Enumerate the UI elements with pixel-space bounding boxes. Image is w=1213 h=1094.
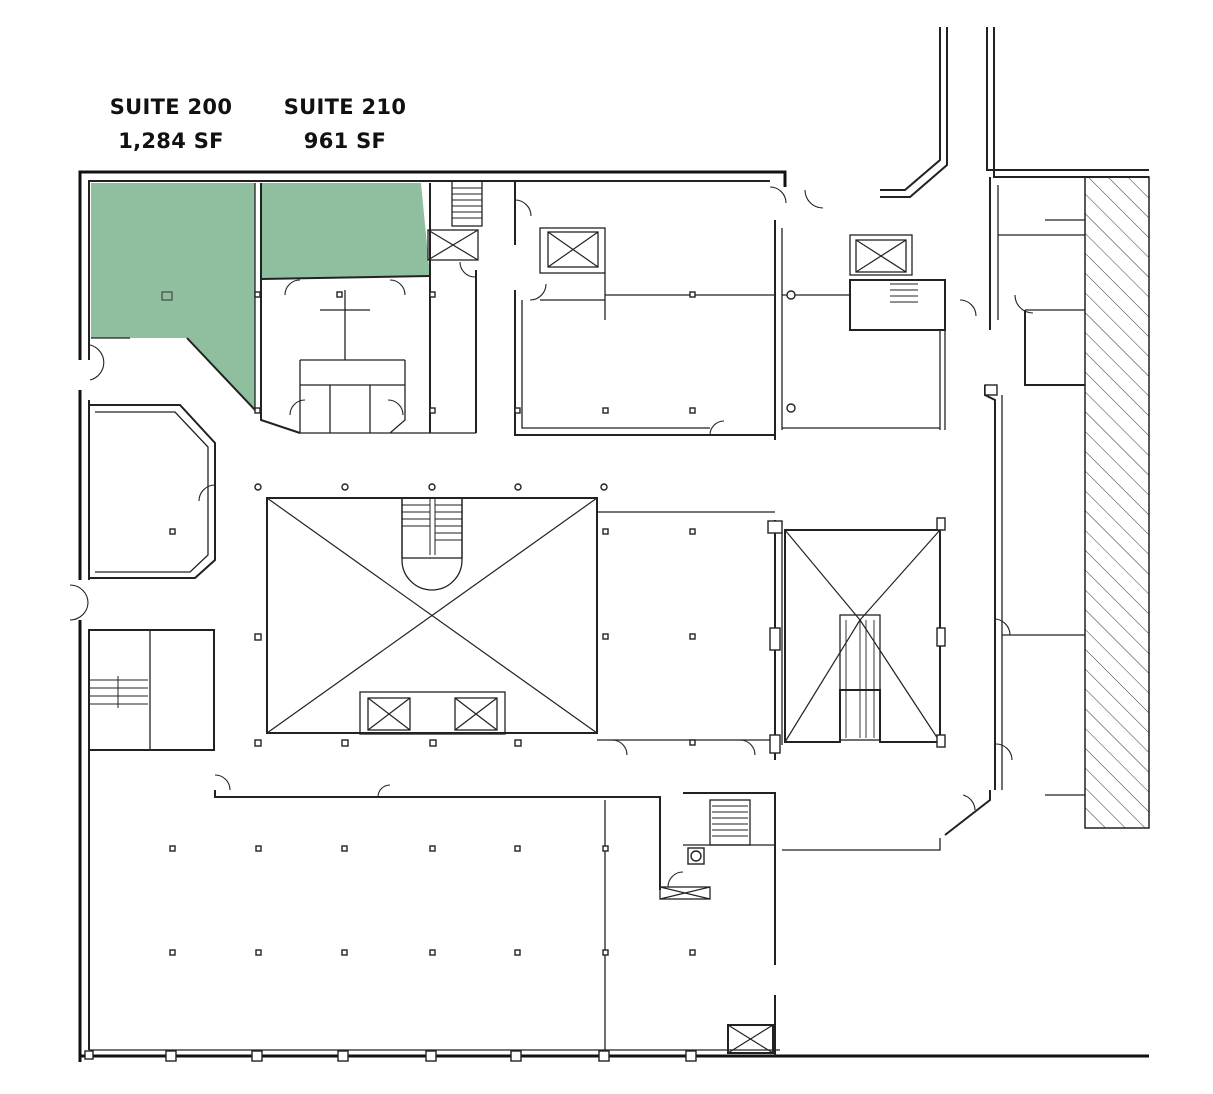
hatched-zone — [1084, 176, 1150, 829]
doors — [69, 186, 1034, 888]
suite-200-floor-box — [161, 291, 173, 301]
suite-210-label: SUITE 210 961 SF — [270, 90, 420, 158]
suite-200-name: SUITE 200 — [109, 95, 233, 119]
suite-210-area-highlight[interactable] — [261, 183, 430, 279]
suite-210-area: 961 SF — [303, 129, 387, 153]
suite-210-name: SUITE 210 — [283, 95, 407, 119]
suite-200-area: 1,284 SF — [118, 129, 224, 153]
walls — [78, 27, 1149, 1062]
suite-200-area-highlight[interactable] — [91, 183, 255, 410]
suite-200-label: SUITE 200 1,284 SF — [96, 90, 246, 158]
columns — [84, 290, 998, 1062]
